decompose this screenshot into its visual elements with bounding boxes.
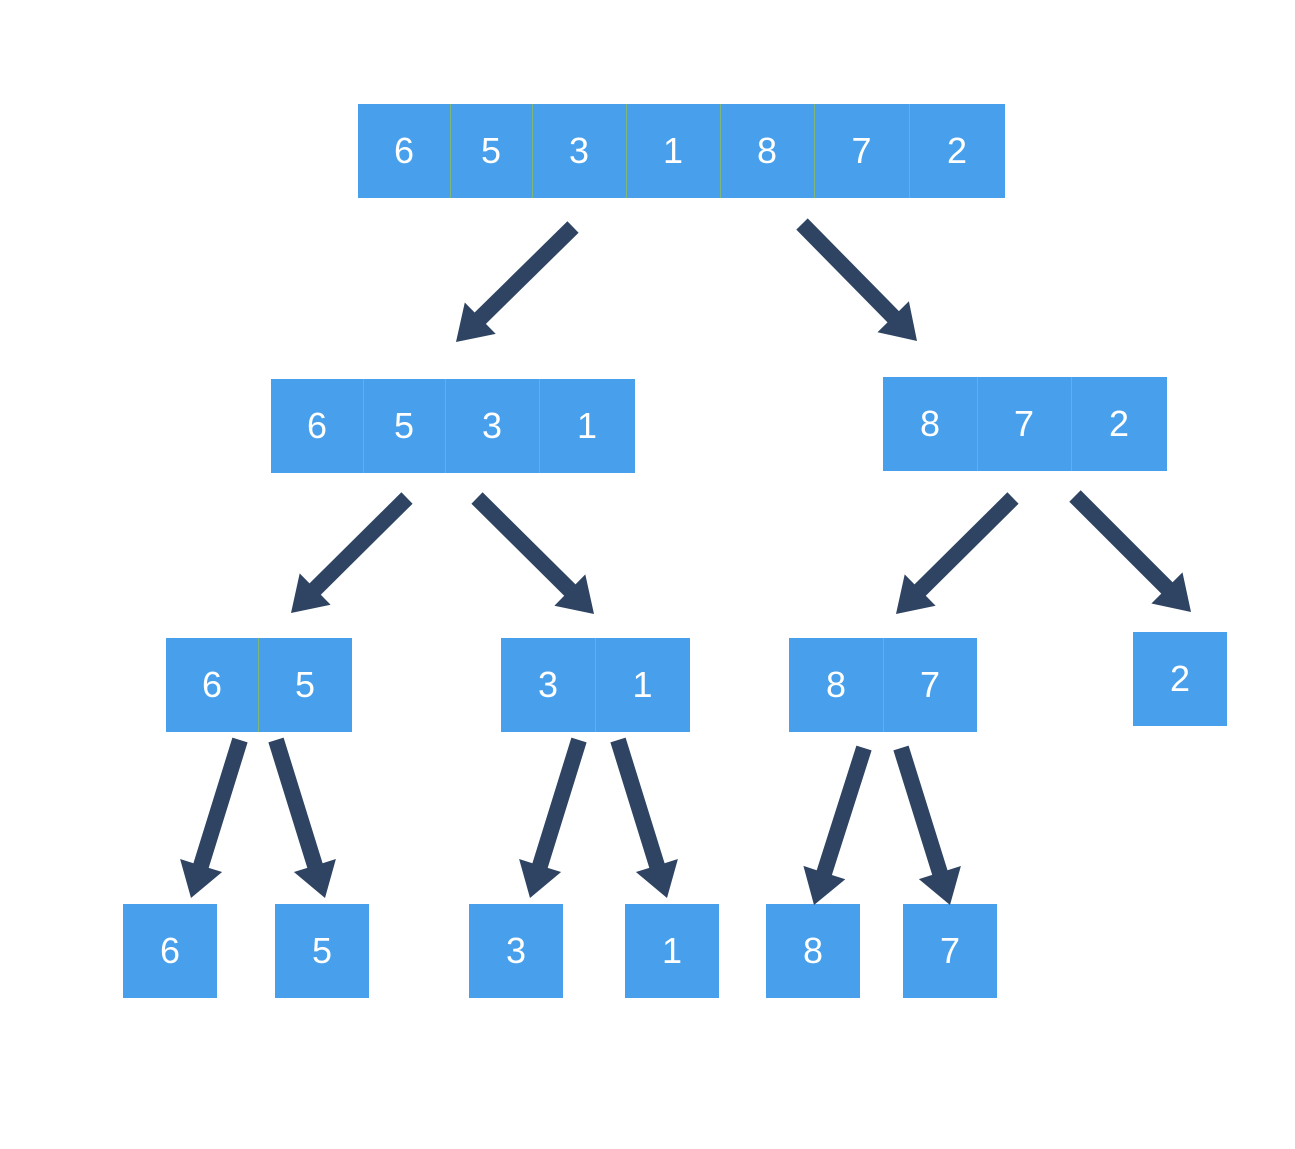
array-cell: 6	[358, 104, 450, 198]
cell-divider	[450, 104, 451, 198]
split-arrow	[796, 218, 917, 341]
split-arrow	[803, 745, 872, 905]
array-cell: 5	[275, 904, 369, 998]
array-cell: 5	[450, 104, 532, 198]
array-cell: 5	[258, 638, 352, 732]
array-cell: 1	[595, 638, 690, 732]
cell-divider	[883, 638, 884, 732]
array-cell: 6	[123, 904, 217, 998]
split-arrow	[519, 737, 587, 898]
array-cell: 8	[789, 638, 883, 732]
array-cell: 2	[1071, 377, 1167, 471]
cell-divider	[445, 379, 446, 473]
array-cell: 3	[501, 638, 595, 732]
array-cell: 3	[445, 379, 539, 473]
array-cell: 8	[883, 377, 977, 471]
array-cell: 6	[271, 379, 363, 473]
cell-divider	[363, 379, 364, 473]
cell-divider	[1071, 377, 1072, 471]
array-cell: 3	[469, 904, 563, 998]
cell-divider	[532, 104, 533, 198]
array-cell: 6	[166, 638, 258, 732]
split-arrow	[893, 745, 961, 905]
split-arrow	[180, 737, 248, 898]
array-cell: 1	[625, 904, 719, 998]
array-cell: 5	[363, 379, 445, 473]
split-arrow	[471, 492, 594, 614]
split-arrow	[896, 492, 1019, 614]
split-arrow	[610, 737, 678, 898]
split-arrow	[456, 221, 579, 342]
cell-divider	[626, 104, 627, 198]
cell-divider	[258, 638, 259, 732]
array-cell: 7	[814, 104, 909, 198]
split-arrow	[268, 737, 336, 898]
cell-divider	[720, 104, 721, 198]
array-cell: 8	[766, 904, 860, 998]
split-arrow	[291, 492, 413, 613]
array-cell: 8	[720, 104, 814, 198]
cell-divider	[814, 104, 815, 198]
array-cell: 1	[539, 379, 635, 473]
array-cell: 2	[1133, 632, 1227, 726]
array-cell: 7	[977, 377, 1071, 471]
cell-divider	[909, 104, 910, 198]
cell-divider	[539, 379, 540, 473]
array-cell: 3	[532, 104, 626, 198]
array-cell: 1	[626, 104, 720, 198]
split-arrow	[1069, 490, 1191, 612]
array-cell: 7	[903, 904, 997, 998]
array-cell: 7	[883, 638, 977, 732]
cell-divider	[595, 638, 596, 732]
cell-divider	[977, 377, 978, 471]
array-cell: 2	[909, 104, 1005, 198]
